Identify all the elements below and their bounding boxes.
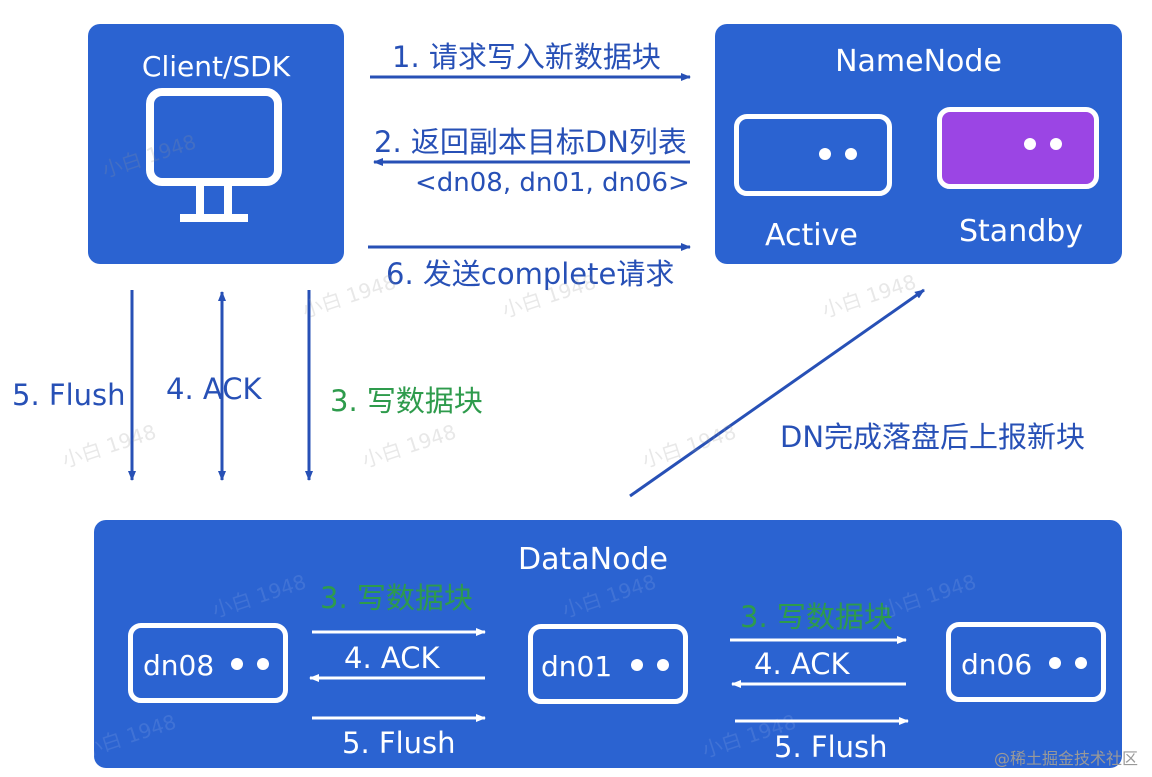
status-dots-icon	[1024, 138, 1062, 150]
footer-credit: @稀土掘金技术社区	[993, 749, 1138, 768]
step-return-targets: 2. 返回副本目标DN列表	[374, 125, 687, 159]
dn06-label: dn06	[961, 648, 1033, 681]
status-dots-icon	[819, 148, 857, 160]
pipeline-left-write: 3. 写数据块	[320, 581, 473, 615]
status-dots-icon	[631, 659, 669, 671]
step-request-write: 1. 请求写入新数据块	[392, 40, 661, 74]
pipeline-left-flush: 5. Flush	[342, 726, 456, 760]
pipeline-right-ack: 4. ACK	[754, 647, 850, 681]
standby-namenode	[937, 107, 1099, 189]
step-target-list: <dn08, dn01, dn06>	[415, 168, 690, 198]
standby-label: Standby	[959, 214, 1084, 249]
step-dn-report: DN完成落盘后上报新块	[780, 420, 1086, 454]
status-dots-icon	[231, 658, 269, 670]
pipeline-left-ack: 4. ACK	[344, 641, 440, 675]
datanode-title: DataNode	[518, 542, 668, 577]
namenode-title: NameNode	[835, 44, 1002, 79]
active-label: Active	[765, 218, 858, 253]
datanode-dn08: dn08	[128, 623, 288, 703]
arrow-dn-report	[629, 288, 925, 498]
active-namenode	[734, 114, 892, 196]
datanode-box: DataNode dn08 dn01 dn06	[94, 520, 1122, 768]
dn08-label: dn08	[143, 649, 215, 682]
monitor-icon	[146, 88, 282, 222]
step-flush: 5. Flush	[12, 378, 126, 412]
datanode-dn01: dn01	[528, 624, 688, 704]
namenode-box: NameNode Active Standby	[715, 24, 1122, 264]
status-dots-icon	[1049, 657, 1087, 669]
pipeline-right-write: 3. 写数据块	[740, 600, 893, 634]
dn01-label: dn01	[541, 650, 613, 683]
pipeline-right-flush: 5. Flush	[774, 730, 888, 764]
step-ack: 4. ACK	[166, 372, 262, 406]
step-write-block: 3. 写数据块	[330, 384, 483, 418]
datanode-dn06: dn06	[946, 622, 1106, 702]
client-sdk-title: Client/SDK	[141, 50, 291, 83]
step-send-complete: 6. 发送complete请求	[386, 257, 675, 291]
client-sdk-box: Client/SDK	[88, 24, 344, 264]
